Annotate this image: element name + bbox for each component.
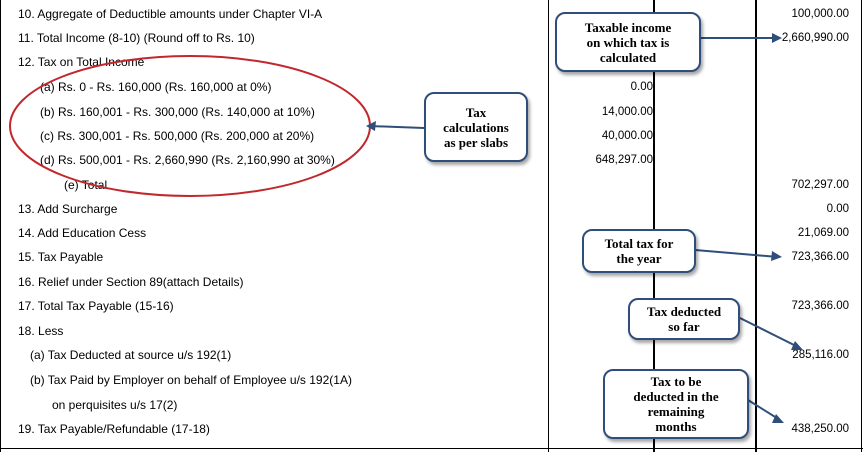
callout-taxable-income-line-1: Taxable income — [584, 19, 672, 35]
row-label-14: 14. Add Education Cess — [18, 226, 147, 240]
row-label-12e: (e) Total — [64, 178, 108, 192]
sub-amount-12a: 0.00 — [630, 81, 653, 93]
row-label-18a: (a) Tax Deducted at source u/s 192(1) — [30, 348, 232, 362]
arrow-total-tax — [694, 249, 779, 258]
slab-highlight-ellipse — [9, 55, 371, 197]
arrow-tax-deducted — [739, 317, 801, 349]
total-amount-11: 2,660,990.00 — [781, 32, 849, 44]
column-divider-2 — [653, 0, 655, 452]
total-amount-10: 100,000.00 — [791, 8, 849, 20]
sub-amount-12c: 40,000.00 — [601, 130, 653, 142]
row-label-12a: (a) Rs. 0 - Rs. 160,000 (Rs. 160,000 at … — [40, 80, 272, 94]
total-amount-13: 0.00 — [826, 203, 849, 215]
row-label-11: 11. Total Income (8-10) (Round off to Rs… — [18, 31, 255, 45]
row-label-15: 15. Tax Payable — [18, 250, 104, 264]
row-label-18b: (b) Tax Paid by Employer on behalf of Em… — [30, 373, 352, 387]
callout-taxable-income-line-3: calculated — [599, 49, 657, 65]
callout-tax-remaining-line-3: remaining — [647, 404, 705, 419]
arrow-slab-calc — [369, 125, 425, 129]
callout-slab-line-3: as per slabs — [443, 134, 509, 150]
arrow-tax-remaining — [747, 399, 781, 421]
row-label-12b: (b) Rs. 160,001 - Rs. 300,000 (Rs. 140,0… — [40, 105, 315, 119]
callout-slab-calculations: Tax calculations as per slabs — [424, 92, 528, 162]
column-divider-1 — [548, 0, 549, 452]
row-label-13: 13. Add Surcharge — [18, 202, 118, 216]
row-label-18: 18. Less — [18, 324, 64, 338]
row-label-16: 16. Relief under Section 89(attach Detai… — [18, 275, 244, 289]
callout-total-tax: Total tax for the year — [582, 229, 696, 273]
callout-slab-line-2: calculations — [443, 119, 509, 135]
row-label-19: 19. Tax Payable/Refundable (17-18) — [18, 422, 210, 436]
total-amount-17: 723,366.00 — [791, 300, 849, 312]
row-label-18b-cont: on perquisites u/s 17(2) — [52, 398, 178, 412]
arrow-head-tax-deducted — [791, 341, 803, 350]
sub-amount-12d: 648,297.00 — [595, 154, 653, 166]
total-amount-14: 21,069.00 — [797, 227, 849, 239]
arrow-head-tax-remaining — [772, 414, 784, 423]
callout-tax-remaining-line-1: Tax to be — [650, 374, 702, 389]
bottom-border — [0, 448, 863, 449]
callout-taxable-income: Taxable income on which tax is calculate… — [555, 12, 701, 72]
arrow-head-taxable-income — [772, 33, 782, 43]
total-amount-18a: 285,116.00 — [792, 349, 849, 361]
row-label-12: 12. Tax on Total Income — [18, 55, 145, 69]
total-amount-12e: 702,297.00 — [791, 179, 849, 191]
callout-tax-remaining-line-2: deducted in the — [633, 389, 719, 404]
callout-tax-deducted-line-2: so far — [668, 319, 700, 334]
right-border — [861, 0, 862, 452]
callout-total-tax-line-2: the year — [616, 251, 662, 266]
row-label-10: 10. Aggregate of Deductible amounts unde… — [18, 7, 323, 21]
callout-total-tax-line-1: Total tax for — [604, 236, 674, 251]
total-amount-19: 438,250.00 — [791, 423, 849, 435]
row-label-17: 17. Total Tax Payable (15-16) — [18, 299, 174, 313]
callout-tax-deducted: Tax deducted so far — [628, 298, 740, 340]
arrow-head-slab-calc — [366, 121, 376, 131]
callout-tax-remaining: Tax to be deducted in the remaining mont… — [603, 369, 749, 439]
callout-tax-deducted-line-1: Tax deducted — [646, 304, 722, 319]
arrow-head-total-tax — [771, 251, 782, 261]
column-divider-3 — [755, 0, 757, 452]
row-label-12d: (d) Rs. 500,001 - Rs. 2,660,990 (Rs. 2,1… — [40, 153, 335, 167]
left-border — [0, 0, 1, 452]
row-label-12c: (c) Rs. 300,001 - Rs. 500,000 (Rs. 200,0… — [40, 129, 315, 143]
callout-taxable-income-line-2: on which tax is — [586, 34, 670, 50]
callout-tax-remaining-line-4: months — [655, 419, 697, 434]
callout-slab-line-1: Tax — [465, 104, 487, 120]
sub-amount-12b: 14,000.00 — [601, 106, 653, 118]
total-amount-15: 723,366.00 — [791, 251, 849, 263]
